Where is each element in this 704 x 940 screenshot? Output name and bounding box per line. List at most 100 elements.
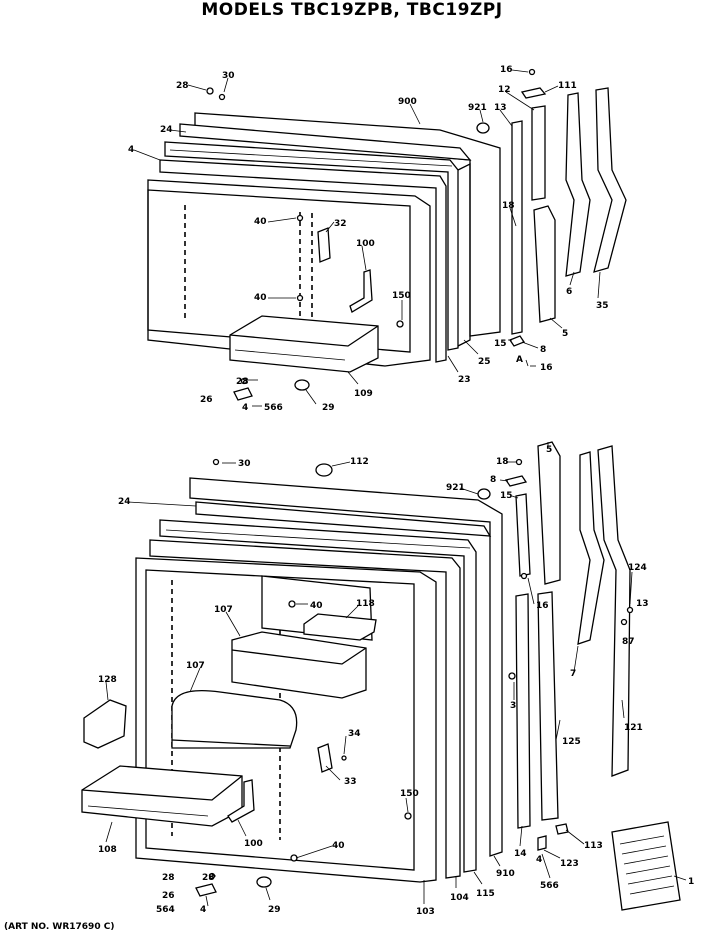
- label-16b: 16: [540, 363, 553, 373]
- label-921: 921: [446, 483, 465, 493]
- handle-5: [537, 441, 561, 585]
- diagram-title: MODELS TBC19ZPB, TBC19ZPJ: [201, 0, 503, 20]
- gasket-104: [159, 519, 477, 873]
- label-14: 14: [514, 849, 527, 859]
- strip-15: [515, 493, 531, 577]
- screw-30: [212, 458, 220, 466]
- shelf-107-upper: [231, 631, 367, 699]
- label-23: 23: [458, 375, 471, 385]
- label-33: 33: [344, 777, 357, 787]
- label-40b: 40: [254, 293, 267, 303]
- label-8: 8: [490, 475, 496, 485]
- label-566: 566: [264, 403, 283, 413]
- label-16: 16: [500, 65, 513, 75]
- label-104: 104: [450, 893, 469, 903]
- label-29: 29: [322, 403, 335, 413]
- label-111: 111: [558, 81, 577, 91]
- label-100: 100: [244, 839, 263, 849]
- label-107: 107: [214, 605, 233, 615]
- cap-112: [315, 463, 333, 477]
- label-18: 18: [502, 201, 515, 211]
- box-128: [83, 699, 127, 749]
- label-26: 26: [200, 395, 213, 405]
- label-4c: 4: [536, 855, 542, 865]
- hinge-26: [195, 883, 217, 897]
- label-A: A: [516, 355, 523, 365]
- bracket-100: [227, 779, 255, 823]
- label-150: 150: [400, 789, 419, 799]
- label-0: 28: [202, 873, 215, 883]
- label-121: 121: [624, 723, 643, 733]
- door-liner: [147, 179, 431, 367]
- ice-bin-109: [229, 315, 379, 373]
- label-921: 921: [468, 103, 487, 113]
- label-32: 32: [334, 219, 347, 229]
- trim-strip-24: [179, 123, 472, 161]
- handle-bar-121: [597, 445, 631, 777]
- label-109: 109: [354, 389, 373, 399]
- label-30: 30: [238, 459, 251, 469]
- strip-14: [515, 593, 531, 829]
- part-113: [555, 823, 569, 835]
- label-4: 4: [128, 145, 134, 155]
- label-13: 13: [636, 599, 649, 609]
- label-30: 30: [222, 71, 235, 81]
- label-108: 108: [98, 845, 117, 855]
- label-87: 87: [622, 637, 635, 647]
- label-125: 125: [562, 737, 581, 747]
- hinge-block-32: [317, 227, 331, 263]
- label-124: 124: [628, 563, 647, 573]
- handle-bar-6: [565, 92, 591, 277]
- label-0: 28: [236, 377, 249, 387]
- label-24: 24: [160, 125, 173, 135]
- hinge-33: [317, 743, 333, 773]
- label-26: 26: [162, 891, 175, 901]
- screw-34: [341, 755, 347, 761]
- label-118: 118: [356, 599, 375, 609]
- trim-strip-24: [195, 501, 492, 537]
- hinge-26: [233, 387, 253, 401]
- bracket-8: [504, 475, 528, 487]
- label-3: 3: [510, 701, 516, 711]
- screw-3: [508, 672, 516, 680]
- label-34: 34: [348, 729, 361, 739]
- part-123: [537, 835, 547, 851]
- cap-921: [477, 488, 491, 500]
- label-123: 123: [560, 859, 579, 869]
- bracket-8: [509, 335, 525, 347]
- outer-door-panel-910: [189, 477, 503, 857]
- strip-12: [531, 105, 546, 201]
- label-4b: 4: [242, 403, 248, 413]
- handle-5: [533, 205, 556, 323]
- label-4: 4: [200, 905, 206, 915]
- screw-150: [396, 320, 404, 328]
- screw-30: [218, 93, 226, 101]
- label-25: 25: [478, 357, 491, 367]
- screw-18: [515, 458, 523, 466]
- door-gasket-4: [164, 141, 459, 351]
- label-24: 24: [118, 497, 131, 507]
- bracket-111: [520, 87, 547, 99]
- shelf-bracket-100: [349, 269, 373, 313]
- screw-150: [404, 812, 412, 820]
- label-564: 564: [156, 905, 175, 915]
- label-12: 12: [498, 85, 511, 95]
- label-15: 15: [494, 339, 507, 349]
- label-107b: 107: [186, 661, 205, 671]
- shelf-118: [303, 613, 377, 641]
- label-6: 6: [566, 287, 572, 297]
- label-5: 5: [546, 445, 552, 455]
- screw-16: [520, 572, 528, 580]
- label-35: 35: [596, 301, 609, 311]
- label-29: 29: [268, 905, 281, 915]
- label-28: 28: [176, 81, 189, 91]
- strip-13: [511, 120, 523, 335]
- upper-door-assembly: 28 30 900 921 16 111 12 24 13 4 40 32 18…: [128, 65, 627, 413]
- label-16: 16: [536, 601, 549, 611]
- label-40b: 40: [332, 841, 345, 851]
- label-115: 115: [476, 889, 495, 899]
- screw-16: [528, 68, 536, 76]
- cap-29: [294, 379, 310, 391]
- label-15: 15: [500, 491, 513, 501]
